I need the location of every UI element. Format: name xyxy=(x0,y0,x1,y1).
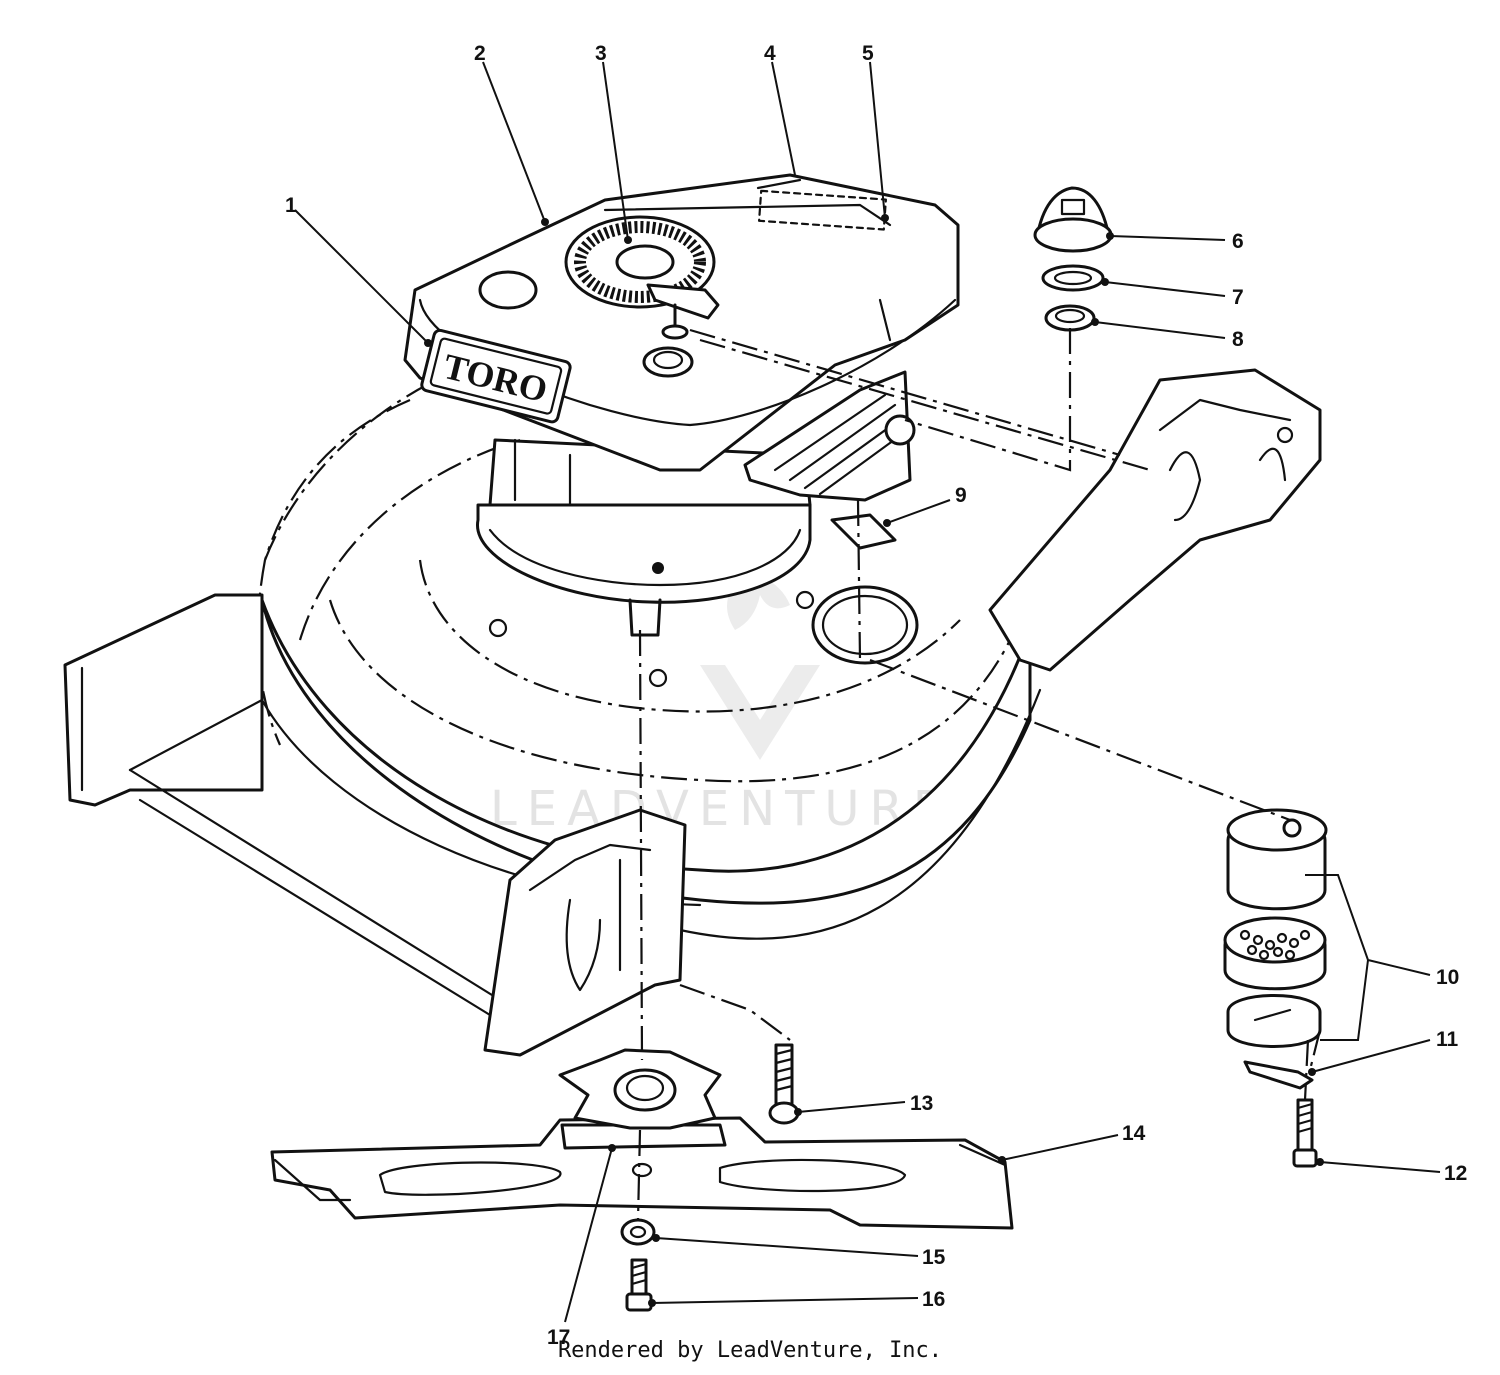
callout-1: 1 xyxy=(285,194,297,217)
callout-10: 10 xyxy=(1436,966,1459,989)
callout-8: 8 xyxy=(1232,328,1244,351)
leader-lines xyxy=(294,61,1441,1323)
callout-14: 14 xyxy=(1122,1122,1146,1145)
callout-17: 17 xyxy=(547,1326,570,1349)
callout-3: 3 xyxy=(595,42,607,65)
watermark: LEADVENTURE xyxy=(490,570,953,837)
callout-11: 11 xyxy=(1436,1028,1459,1051)
callout-13: 13 xyxy=(910,1092,933,1115)
assembly-centerlines xyxy=(636,328,1322,1221)
callout-9: 9 xyxy=(955,484,967,507)
muffler-screen-holes xyxy=(1239,929,1311,961)
callout-7: 7 xyxy=(1232,286,1244,309)
callout-16: 16 xyxy=(922,1288,945,1311)
callout-2: 2 xyxy=(474,42,486,65)
callout-12: 12 xyxy=(1444,1162,1467,1185)
mower-deck xyxy=(63,363,1322,1057)
exhaust-parts xyxy=(830,186,1328,1168)
callout-15: 15 xyxy=(922,1246,946,1269)
callout-6: 6 xyxy=(1232,230,1244,253)
render-credit-text: Rendered by LeadVenture, Inc. xyxy=(557,1338,943,1363)
render-credit: Rendered by LeadVenture, Inc. xyxy=(0,1338,1500,1363)
blade-assembly xyxy=(270,1043,1014,1312)
watermark-text: LEADVENTURE xyxy=(490,781,953,837)
engine: TORO xyxy=(403,173,960,507)
callout-5: 5 xyxy=(862,42,874,65)
callout-labels: 1 2 3 4 5 6 7 8 9 10 11 12 13 14 15 16 1… xyxy=(285,42,1467,1349)
callout-4: 4 xyxy=(764,42,776,65)
